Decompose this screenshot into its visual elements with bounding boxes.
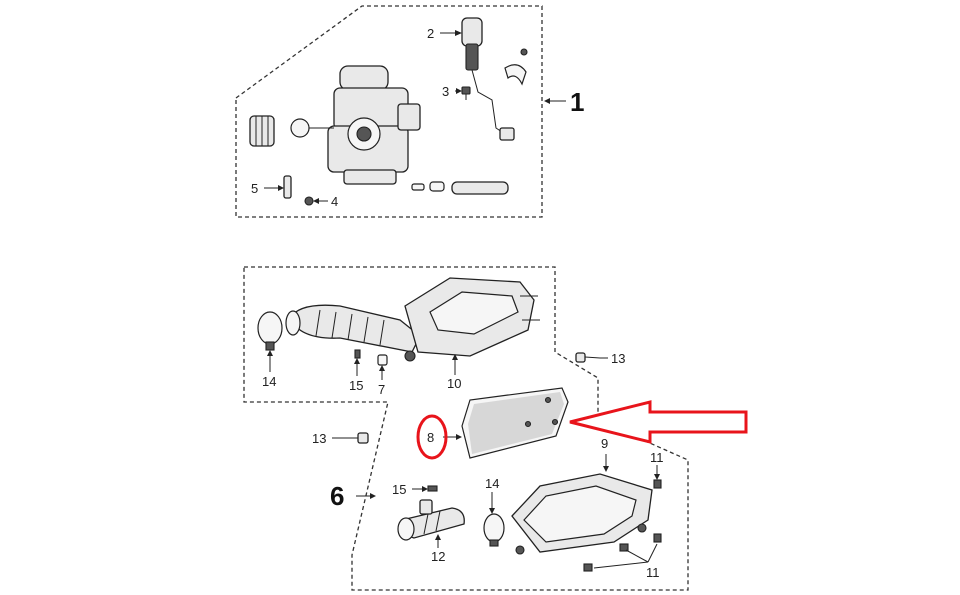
highlight-arrow bbox=[569, 400, 748, 444]
leader-4-arrow bbox=[313, 198, 319, 204]
callout-12: 12 bbox=[431, 549, 445, 564]
highlight-circle-8 bbox=[416, 414, 448, 460]
leader-12-arrow bbox=[435, 534, 441, 540]
callout-14-top: 14 bbox=[262, 374, 276, 389]
callout-4: 4 bbox=[331, 194, 338, 209]
leader-5-arrow bbox=[278, 185, 284, 191]
hose-clip bbox=[504, 64, 527, 86]
leader-group-6-arrow bbox=[370, 493, 376, 499]
group-number-6: 6 bbox=[330, 481, 344, 511]
screw-part-3 bbox=[461, 86, 471, 100]
needle-part-5 bbox=[283, 175, 292, 199]
leader-11-bottom bbox=[593, 543, 658, 569]
leader-11-top-arrow bbox=[654, 474, 660, 480]
filter-element bbox=[461, 387, 569, 459]
small-screw bbox=[520, 48, 528, 56]
leader-7-arrow bbox=[379, 365, 385, 371]
choke-solenoid bbox=[461, 17, 515, 141]
callout-13-top: 13 bbox=[611, 351, 625, 366]
plug-part-7 bbox=[377, 354, 388, 366]
hose-clamp-top-screw bbox=[265, 341, 275, 351]
group-number-1: 1 bbox=[570, 87, 584, 117]
screw-11-bottom-left bbox=[583, 543, 629, 572]
bolt-13-left bbox=[342, 432, 369, 444]
bolt-13-top bbox=[575, 352, 601, 363]
leader-8-arrow bbox=[456, 434, 462, 440]
leader-3-arrow bbox=[456, 88, 462, 94]
air-box-cover bbox=[511, 473, 653, 555]
screw-part-15-top bbox=[354, 349, 361, 359]
callout-11-top: 11 bbox=[650, 450, 664, 465]
fitting-tube bbox=[451, 181, 509, 195]
callout-8: 8 bbox=[427, 430, 434, 445]
fitting-small bbox=[411, 183, 425, 191]
callout-10: 10 bbox=[447, 376, 461, 391]
screw-11-bottom-right bbox=[653, 533, 662, 543]
leader-10-arrow bbox=[452, 354, 458, 360]
leader-15-top-arrow bbox=[354, 358, 360, 364]
callout-7: 7 bbox=[378, 382, 385, 397]
callout-15-top: 15 bbox=[349, 378, 363, 393]
callout-9: 9 bbox=[601, 436, 608, 451]
hose-clamp-top bbox=[257, 311, 283, 345]
group-6-boundary bbox=[243, 266, 689, 591]
leader-2-arrow bbox=[455, 30, 462, 36]
screw-part-15-bottom bbox=[427, 485, 438, 492]
intake-duct bbox=[285, 304, 421, 353]
leader-14-bottom-arrow bbox=[489, 508, 495, 514]
screw-11-top bbox=[653, 479, 662, 489]
callout-2: 2 bbox=[427, 26, 434, 41]
leader-14-top-arrow bbox=[267, 350, 273, 356]
callout-13-left: 13 bbox=[312, 431, 326, 446]
air-box-housing bbox=[404, 277, 540, 362]
callout-5: 5 bbox=[251, 181, 258, 196]
jet-part-4 bbox=[304, 196, 314, 206]
leader-group-1-arrow bbox=[544, 98, 550, 104]
resonator-part-12 bbox=[397, 499, 465, 541]
leader-15-bottom-arrow bbox=[422, 486, 428, 492]
callout-11-bottom: 11 bbox=[646, 565, 660, 580]
hose-clamp-bottom-screw bbox=[489, 539, 499, 547]
callout-3: 3 bbox=[442, 84, 449, 99]
callout-14-bottom: 14 bbox=[485, 476, 499, 491]
fitting-medium bbox=[429, 181, 445, 192]
carburetor-body bbox=[308, 65, 421, 185]
hose-clamp-bottom bbox=[483, 513, 505, 543]
throttle-fitting bbox=[249, 115, 310, 147]
group-1-boundary bbox=[235, 5, 543, 218]
leader-9-arrow bbox=[603, 466, 609, 472]
callout-15-bottom: 15 bbox=[392, 482, 406, 497]
